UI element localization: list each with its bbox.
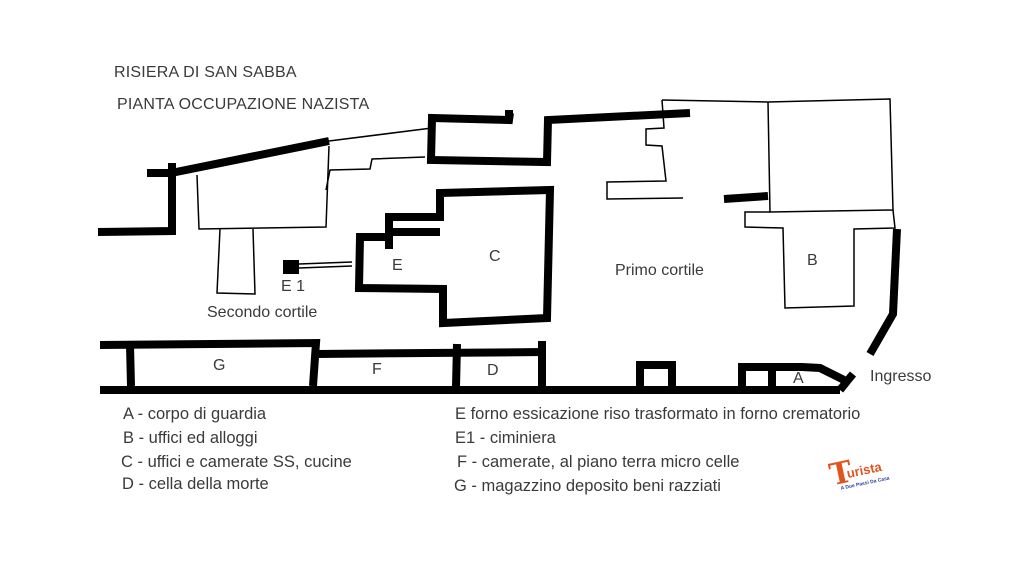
label-secondo-cortile: Secondo cortile (207, 304, 318, 321)
map-subtitle: PIANTA OCCUPAZIONE NAZISTA (117, 96, 370, 113)
label-C: C (489, 248, 501, 265)
legend-left: A - corpo di guardia B - uffici ed allog… (121, 402, 352, 496)
legend-right: E forno essicazione riso trasformato in … (454, 402, 861, 498)
legend-item-G: G - magazzino deposito beni razziati (454, 477, 721, 495)
legend-item-F: F - camerate, al piano terra micro celle (457, 453, 740, 471)
label-B: B (807, 252, 818, 269)
label-A: A (793, 370, 804, 387)
thin-walls (196, 98, 896, 309)
legend-item-E: E forno essicazione riso trasformato in … (455, 405, 861, 423)
label-F: F (372, 361, 382, 378)
label-primo-cortile: Primo cortile (615, 262, 704, 279)
legend-item-D: D - cella della morte (122, 475, 269, 493)
label-E: E (392, 257, 403, 274)
label-E1: E 1 (281, 278, 306, 295)
label-G: G (213, 357, 226, 374)
label-ingresso: Ingresso (870, 368, 932, 385)
legend-item-E1: E1 - ciminiera (455, 429, 556, 447)
label-D: D (487, 362, 499, 379)
legend-item-C: C - uffici e camerate SS, cucine (121, 453, 352, 471)
map-title: RISIERA DI SAN SABBA (114, 64, 297, 81)
legend-item-B: B - uffici ed alloggi (123, 429, 258, 447)
thick-walls (97, 109, 901, 394)
legend-item-A: A - corpo di guardia (123, 405, 267, 423)
